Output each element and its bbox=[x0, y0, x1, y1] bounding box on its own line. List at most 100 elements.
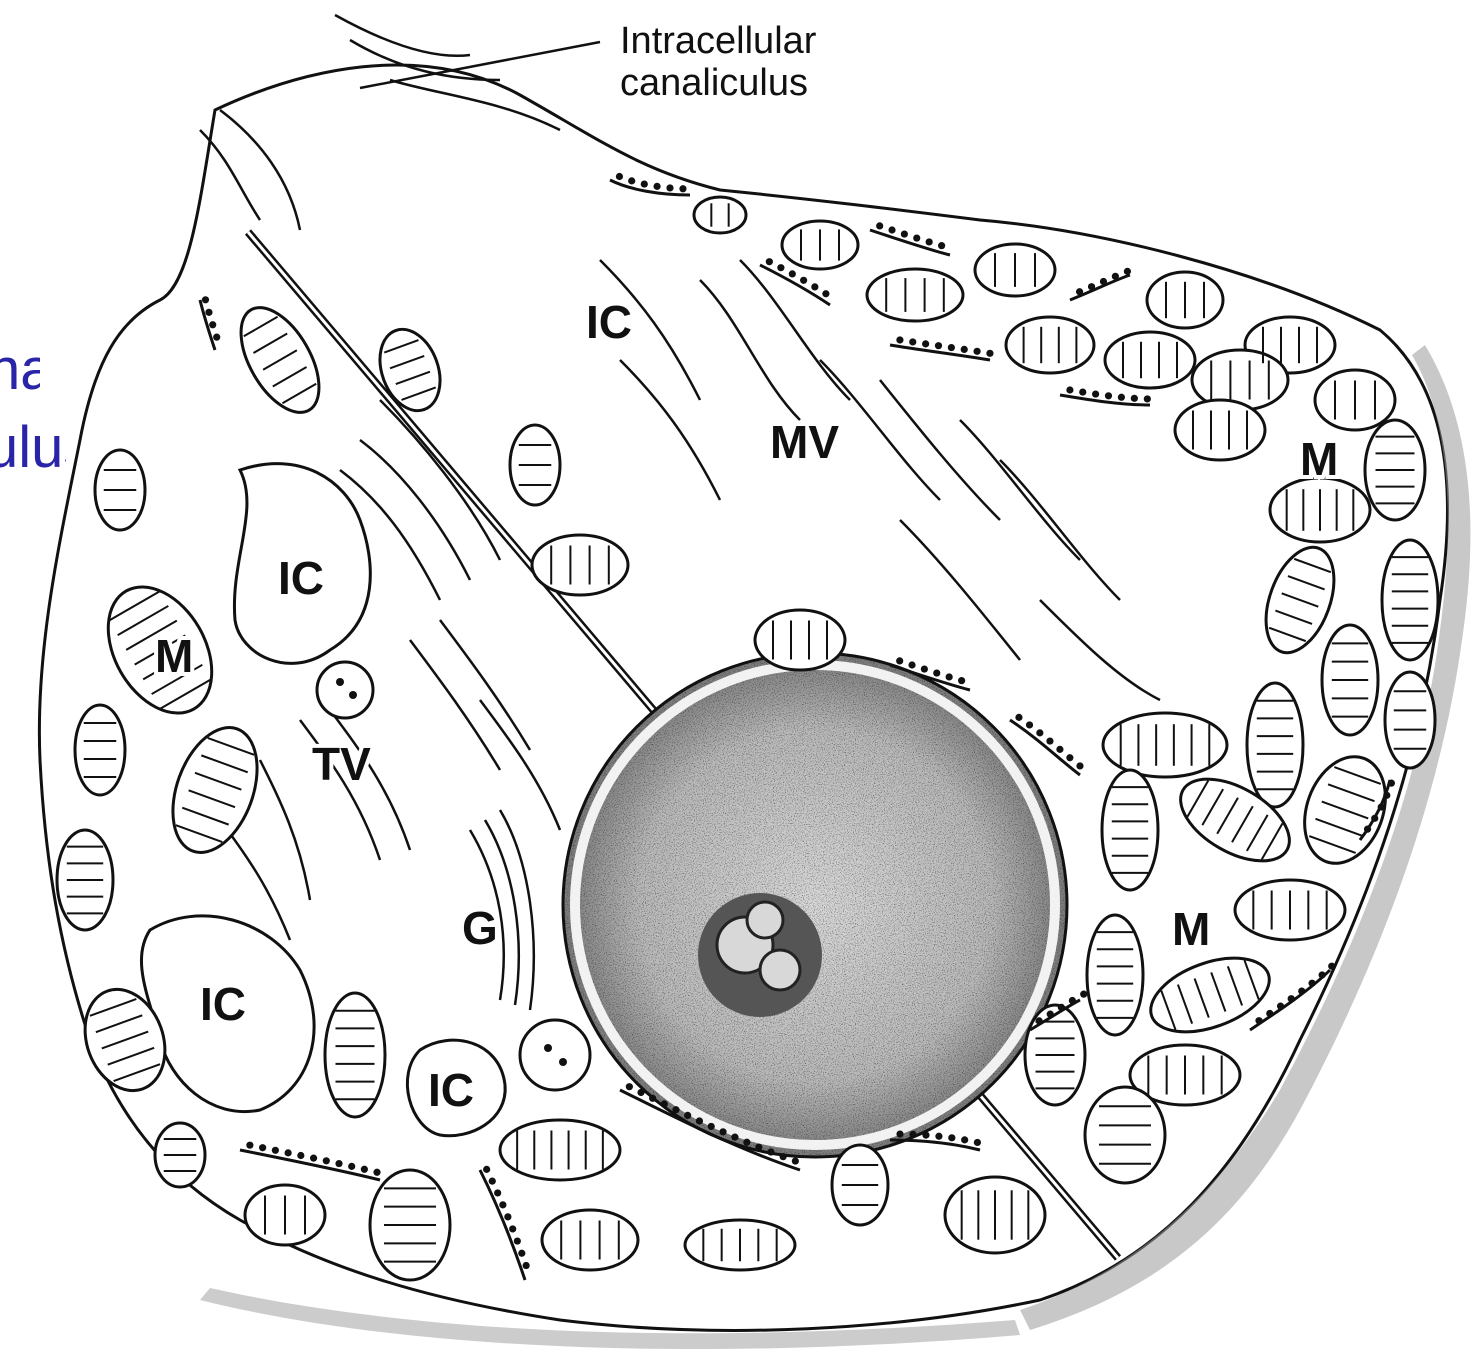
ribosome bbox=[888, 226, 895, 233]
ribosome bbox=[948, 344, 955, 351]
ribosome bbox=[922, 1132, 929, 1139]
label-ic-mid: IC bbox=[278, 552, 324, 604]
ribosome bbox=[504, 1213, 511, 1220]
mitochondrion bbox=[1141, 944, 1279, 1047]
ribosome bbox=[777, 264, 784, 271]
ribosome bbox=[986, 350, 993, 357]
ribosome bbox=[661, 1100, 668, 1107]
ribosome bbox=[1131, 395, 1138, 402]
ribosome bbox=[958, 677, 965, 684]
ribosome bbox=[792, 1157, 799, 1164]
ribosome bbox=[509, 1225, 516, 1232]
ribosome bbox=[908, 661, 915, 668]
label-ic-lower-left: IC bbox=[200, 978, 246, 1030]
ribosome bbox=[896, 657, 903, 664]
label-m-right-upper: M bbox=[1300, 433, 1338, 485]
ribosome bbox=[637, 1089, 644, 1096]
label-tv: TV bbox=[312, 738, 371, 790]
ribosome bbox=[1056, 746, 1063, 753]
ribosome bbox=[209, 321, 216, 328]
ribosome bbox=[1112, 273, 1119, 280]
ribosome bbox=[896, 336, 903, 343]
ribosome bbox=[641, 180, 648, 187]
ribosome bbox=[1088, 283, 1095, 290]
ribosome bbox=[901, 230, 908, 237]
ribosome bbox=[1277, 1003, 1284, 1010]
ribosome bbox=[672, 1106, 679, 1113]
ribosome bbox=[1076, 288, 1083, 295]
ribosome bbox=[1092, 390, 1099, 397]
ribosome bbox=[1266, 1010, 1273, 1017]
ribosome bbox=[938, 242, 945, 249]
ribosome bbox=[913, 234, 920, 241]
ribosome bbox=[348, 1163, 355, 1170]
label-ic-lower-mid: IC bbox=[428, 1064, 474, 1116]
ribosome bbox=[361, 1166, 368, 1173]
ribosome bbox=[335, 1160, 342, 1167]
ribosome bbox=[1328, 963, 1335, 970]
ribosome bbox=[708, 1123, 715, 1130]
label-m-left: M bbox=[155, 630, 193, 682]
ribosome bbox=[1319, 971, 1326, 978]
ribosome bbox=[800, 277, 807, 284]
ribosome bbox=[719, 1128, 726, 1135]
ribosome bbox=[628, 177, 635, 184]
ribosome bbox=[973, 348, 980, 355]
mitochondrion bbox=[1385, 672, 1435, 768]
ribosome bbox=[961, 346, 968, 353]
ribosome bbox=[948, 1134, 955, 1141]
ribosome bbox=[1026, 721, 1033, 728]
ribosome bbox=[653, 183, 660, 190]
ribosome bbox=[896, 1130, 903, 1137]
ribosome bbox=[626, 1083, 633, 1090]
vesicle-lower bbox=[520, 1020, 590, 1090]
ribosome bbox=[323, 1157, 330, 1164]
mitochondrion bbox=[1175, 400, 1265, 460]
ribosome bbox=[684, 1112, 691, 1119]
ribosome bbox=[1046, 737, 1053, 744]
ribosome bbox=[1124, 268, 1131, 275]
mitochondrion bbox=[532, 535, 628, 595]
ribosome bbox=[909, 338, 916, 345]
ribosome bbox=[494, 1189, 501, 1196]
ribosome bbox=[373, 1169, 380, 1176]
ribosome bbox=[1255, 1017, 1262, 1024]
mitochondrion bbox=[369, 321, 450, 419]
ribosome bbox=[876, 222, 883, 229]
ribosome bbox=[766, 258, 773, 265]
label-mv: MV bbox=[770, 416, 839, 468]
ribosome bbox=[285, 1149, 292, 1156]
ribosome bbox=[1066, 754, 1073, 761]
ribosome bbox=[514, 1237, 521, 1244]
ribosome bbox=[789, 270, 796, 277]
ribosome bbox=[246, 1142, 253, 1149]
ribosome bbox=[935, 342, 942, 349]
ribosome bbox=[822, 290, 829, 297]
ribosome bbox=[974, 1139, 981, 1146]
ribosome bbox=[780, 1153, 787, 1160]
ribosome bbox=[696, 1117, 703, 1124]
ribosome bbox=[679, 185, 686, 192]
ribosome bbox=[1383, 792, 1390, 799]
ribosome bbox=[743, 1139, 750, 1146]
nucleus bbox=[560, 650, 1070, 1160]
ribosome bbox=[489, 1178, 496, 1185]
ribosome bbox=[499, 1201, 506, 1208]
ribosome bbox=[310, 1155, 317, 1162]
ribosome bbox=[767, 1148, 774, 1155]
mitochondrion bbox=[867, 269, 963, 321]
ribosome bbox=[909, 1131, 916, 1138]
mitochondrion bbox=[75, 705, 125, 795]
vesicle-upper bbox=[317, 662, 373, 718]
ribosome bbox=[1079, 388, 1086, 395]
ribosome bbox=[1069, 997, 1076, 1004]
ribosome bbox=[961, 1136, 968, 1143]
ribosome bbox=[523, 1262, 530, 1269]
ribosome bbox=[755, 1144, 762, 1151]
ribosome bbox=[259, 1144, 266, 1151]
ribosome bbox=[1144, 395, 1151, 402]
ribosome bbox=[1047, 1011, 1054, 1018]
ribosome bbox=[1015, 714, 1022, 721]
ribosome bbox=[1378, 803, 1385, 810]
